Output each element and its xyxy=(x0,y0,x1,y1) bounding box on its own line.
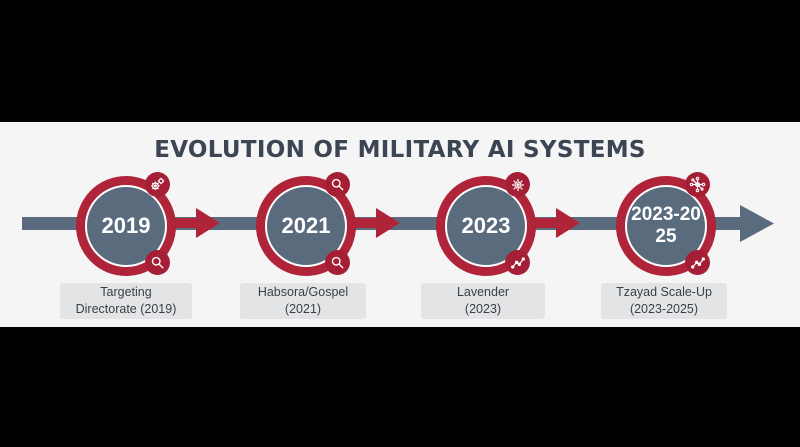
node-label-line2: (2021) xyxy=(284,302,322,316)
node-label-4: Tzayad Scale-Up (2023-2025) xyxy=(601,283,727,319)
connector-arrow-1 xyxy=(160,218,200,228)
node-year: 2023 xyxy=(445,185,527,267)
magnifier-icon xyxy=(325,250,350,275)
node-label-3: Lavender (2023) xyxy=(421,283,545,319)
gears-icon xyxy=(145,172,170,197)
magnifier-icon xyxy=(145,250,170,275)
gear-icon xyxy=(505,172,530,197)
connector-arrowhead-1 xyxy=(196,208,220,238)
node-year: 2019 xyxy=(85,185,167,267)
connector-arrow-2 xyxy=(340,218,380,228)
line-chart-icon xyxy=(505,250,530,275)
diagram-title: EVOLUTION OF MILITARY AI SYSTEMS xyxy=(154,137,646,163)
line-chart-icon xyxy=(685,250,710,275)
node-label-line1: Habsora/Gospel xyxy=(257,285,349,299)
node-label-line2: (2023) xyxy=(464,302,502,316)
connector-arrow-3 xyxy=(520,218,560,228)
connector-arrowhead-3 xyxy=(556,208,580,238)
node-label-1: Targeting Directorate (2019) xyxy=(60,283,192,319)
node-label-line1: Lavender xyxy=(456,285,510,299)
network-icon xyxy=(685,172,710,197)
timeline-arrowhead xyxy=(740,205,774,242)
connector-arrowhead-2 xyxy=(376,208,400,238)
node-label-line1: Targeting xyxy=(100,285,152,299)
node-label-2: Habsora/Gospel (2021) xyxy=(240,283,366,319)
node-label-line2: Directorate (2019) xyxy=(75,302,177,316)
node-label-line1: Tzayad Scale-Up xyxy=(616,285,712,299)
node-label-line2: (2023-2025) xyxy=(629,302,699,316)
magnifier-icon xyxy=(325,172,350,197)
